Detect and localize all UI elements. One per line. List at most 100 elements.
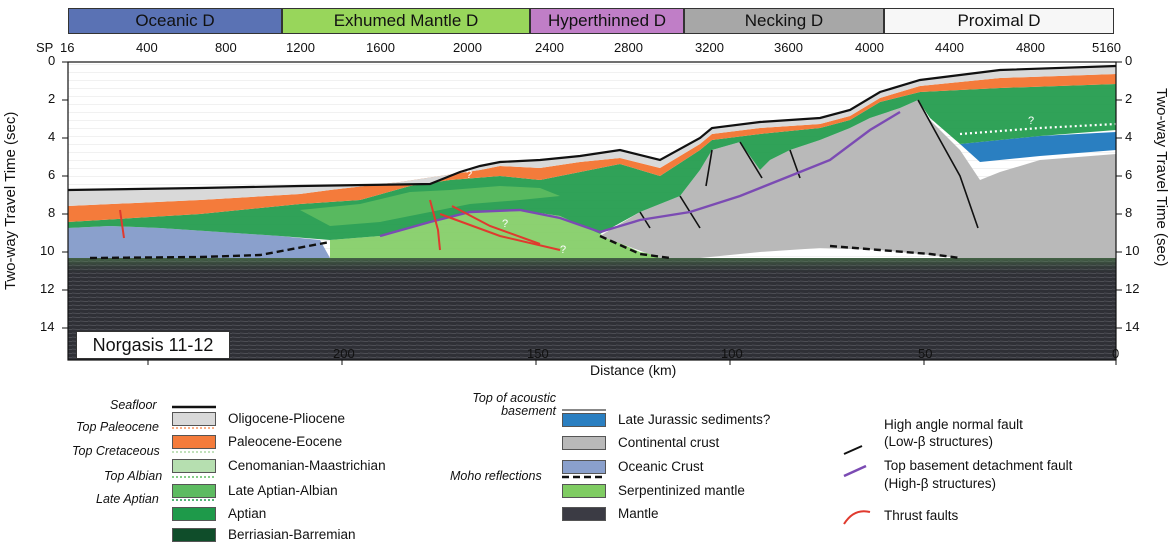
profile-name: Norgasis 11-12 — [92, 334, 214, 355]
moho-reflection — [89, 240, 331, 260]
profile-name-box: Norgasis 11-12 — [76, 331, 230, 359]
legend-unit-label: Late Jurassic sediments? — [618, 412, 771, 427]
y-tick-left: 2 — [48, 91, 56, 106]
legend-swatch — [172, 435, 216, 449]
serpentinized-mantle-glow — [68, 258, 1116, 275]
legend-line-label: Top of acoustic basement — [472, 391, 556, 418]
domain-label: Necking D — [744, 11, 824, 30]
thrust-faults — [119, 199, 561, 251]
legend-swatch — [562, 460, 606, 474]
serpentinized-mantle — [330, 210, 680, 258]
y-tick-left: 4 — [48, 129, 56, 144]
x-tick: 200 — [333, 346, 355, 361]
sp-prefix: SP — [36, 40, 54, 55]
sp-tick: 16 — [60, 40, 75, 55]
domain-label: Oceanic D — [135, 11, 215, 30]
domain-oceanic: Oceanic D — [68, 8, 282, 34]
y-tick-right: 8 — [1125, 205, 1133, 220]
y-tick-left: 8 — [48, 205, 56, 220]
legend-unit-label: Aptian — [228, 506, 267, 521]
sp-tick: 1600 — [366, 40, 395, 55]
legend-line-label: Moho reflections — [450, 469, 542, 483]
sp-tick: 4800 — [1016, 40, 1045, 55]
sp-tick: 4000 — [855, 40, 884, 55]
sp-tick: 2400 — [535, 40, 564, 55]
domain-label: Exhumed Mantle D — [333, 11, 479, 30]
legend-unit-label: Paleocene-Eocene — [228, 434, 343, 449]
sp-tick: 3600 — [774, 40, 803, 55]
top-basement-dotted — [959, 122, 1117, 136]
legend-unit-label: Oligocene-Pliocene — [228, 411, 346, 426]
y-tick-left: 0 — [48, 53, 56, 68]
oceanic-crust — [68, 226, 330, 258]
continental-crust — [600, 100, 1116, 258]
x-tick: 100 — [721, 346, 743, 361]
sp-tick: 5160 — [1092, 40, 1121, 55]
domain-exhumed-mantle: Exhumed Mantle D — [282, 8, 530, 34]
domain-hyperthinned: Hyperthinned D — [530, 8, 684, 34]
y-tick-left: 10 — [40, 243, 55, 258]
legend-swatch — [172, 412, 216, 426]
x-axis-label: Distance (km) — [590, 362, 677, 378]
y-tick-right: 12 — [1125, 281, 1140, 296]
legend-line-label: Late Aptian — [96, 492, 159, 506]
question-mark: ? — [502, 218, 509, 230]
green-sediments — [68, 84, 1116, 240]
domain-necking: Necking D — [684, 8, 884, 34]
sp-tick: 3200 — [695, 40, 724, 55]
y-tick-left: 6 — [48, 167, 56, 182]
y-tick-right: 2 — [1125, 91, 1133, 106]
y-tick-left: 14 — [40, 319, 55, 334]
axis-ticks — [62, 61, 1122, 365]
legend-unit-label: Late Aptian-Albian — [228, 483, 338, 498]
x-tick: 150 — [527, 346, 549, 361]
domain-label: Hyperthinned D — [547, 11, 667, 30]
y-tick-right: 0 — [1125, 53, 1133, 68]
sp-tick: 2000 — [453, 40, 482, 55]
question-mark: ? — [1028, 115, 1035, 127]
plot-frame — [67, 61, 1117, 361]
question-mark: ? — [560, 244, 567, 256]
legend-swatch — [562, 484, 606, 498]
legend-line-label: Top Cretaceous — [72, 444, 160, 458]
legend-fault-label: Top basement detachment fault — [884, 458, 1073, 473]
legend-swatch — [172, 507, 216, 521]
late-jurassic-sediments — [960, 132, 1116, 162]
legend-line-label: Top Albian — [104, 469, 163, 483]
legend-swatch — [172, 484, 216, 498]
sp-tick: 2800 — [614, 40, 643, 55]
legend-swatch — [562, 413, 606, 427]
light-green-sediments — [300, 186, 560, 226]
legend-swatch — [172, 528, 216, 542]
legend-unit-label: Oceanic Crust — [618, 459, 704, 474]
y-tick-right: 4 — [1125, 129, 1133, 144]
domain-proximal: Proximal D — [884, 8, 1114, 34]
y-tick-right: 14 — [1125, 319, 1140, 334]
legend-fault-sub: (Low-β structures) — [884, 434, 994, 449]
moho-reflection-2 — [599, 234, 671, 260]
legend-swatch — [562, 507, 606, 521]
legend-line-label: Top Paleocene — [76, 420, 159, 434]
sp-tick: 1200 — [286, 40, 315, 55]
y-tick-left: 12 — [40, 281, 55, 296]
detachment-fault — [379, 110, 901, 238]
sp-tick: 4400 — [935, 40, 964, 55]
y-tick-right: 6 — [1125, 167, 1133, 182]
paleocene-eocene — [68, 74, 1116, 222]
legend-unit-label: Cenomanian-Maastrichian — [228, 458, 386, 473]
question-mark: ? — [466, 169, 473, 181]
legend-swatch — [562, 436, 606, 450]
legend-unit-label: Berriasian-Barremian — [228, 527, 356, 542]
legend-unit-label: Serpentinized mantle — [618, 483, 745, 498]
domain-label: Proximal D — [957, 11, 1041, 30]
legend-unit-label: Continental crust — [618, 435, 720, 450]
legend-unit-label: Mantle — [618, 506, 659, 521]
y-tick-right: 10 — [1125, 243, 1140, 258]
sp-tick: 400 — [136, 40, 158, 55]
oligocene-pliocene — [68, 66, 1116, 206]
sp-tick: 800 — [215, 40, 237, 55]
legend-swatch — [172, 459, 216, 473]
